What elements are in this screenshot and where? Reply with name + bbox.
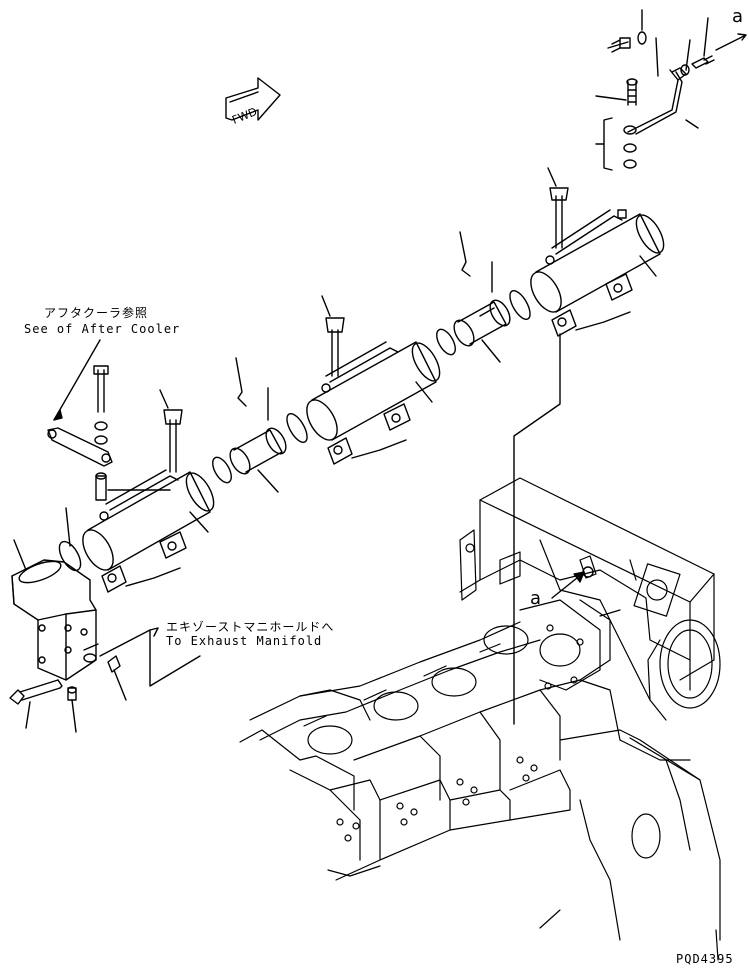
pipe-section-right	[436, 167, 665, 363]
reference-a-label-top: a	[732, 6, 745, 27]
reference-a-arrow	[551, 566, 594, 599]
after-cooler-leader	[53, 339, 101, 421]
after-cooler-note-jp: アフタクーラ参照	[44, 306, 149, 320]
engine-block	[239, 477, 721, 961]
drawing-code: PQD4395	[676, 952, 734, 966]
reference-a-label-engine: a	[530, 588, 543, 609]
pipe-section-middle	[212, 295, 441, 493]
exhaust-manifold-note-jp: エキゾーストマニホールドへ	[166, 620, 335, 634]
pipe-section-left	[47, 365, 215, 593]
fwd-label: FWD	[230, 105, 259, 127]
elbow-housing	[9, 539, 127, 733]
fwd-arrow-icon: FWD	[225, 77, 281, 127]
after-cooler-note-en: See of After Cooler	[24, 322, 181, 336]
engine-leader	[513, 333, 561, 725]
tube-assembly	[595, 9, 747, 171]
exhaust-manifold-note-en: To Exhaust Manifold	[166, 634, 323, 648]
exhaust-manifold-leader	[99, 627, 201, 687]
